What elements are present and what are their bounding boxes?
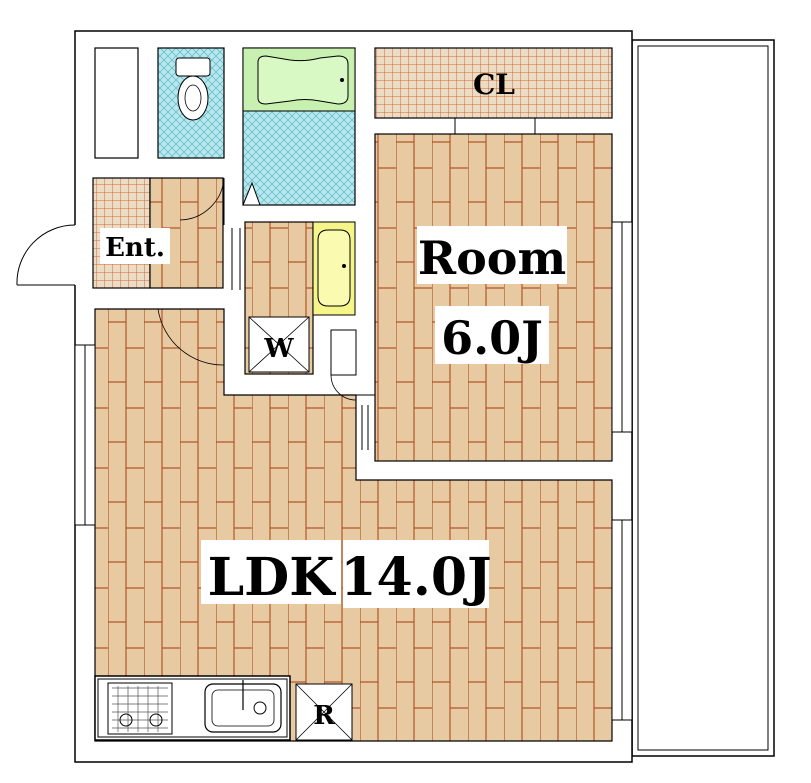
entrance-label: Ent. [105, 233, 165, 263]
kitchen-sink-icon [204, 680, 282, 733]
refrigerator-box [295, 683, 353, 741]
room-name-label: Room [418, 231, 566, 285]
windows [74, 221, 633, 721]
ldk-size-label: 14.0J [340, 547, 491, 608]
stove-icon [107, 682, 173, 735]
toilet-icon [175, 57, 211, 121]
washer-box [248, 316, 310, 373]
washer-label: W [263, 334, 294, 364]
ldk-door [157, 308, 225, 366]
ldk-name-label: LDK [208, 547, 337, 608]
room-label-group: Room 6.0J [417, 226, 567, 365]
entrance-label-group: Ent. [100, 228, 170, 264]
ldk-label-group: LDK 14.0J [201, 540, 492, 608]
bathtub-icon [242, 47, 356, 112]
room-size-label: 6.0J [441, 311, 543, 365]
washroom-door [231, 228, 241, 290]
closet-label: CL [473, 68, 515, 101]
toilet-door [179, 177, 225, 225]
wash-basin-icon [312, 221, 356, 316]
room-door [330, 374, 375, 450]
balcony [631, 39, 775, 757]
closet-floor [374, 47, 613, 119]
room-floor [374, 133, 613, 462]
storage-shelf [94, 47, 139, 159]
entrance-door [16, 224, 77, 286]
refrigerator-label: R [313, 701, 335, 731]
